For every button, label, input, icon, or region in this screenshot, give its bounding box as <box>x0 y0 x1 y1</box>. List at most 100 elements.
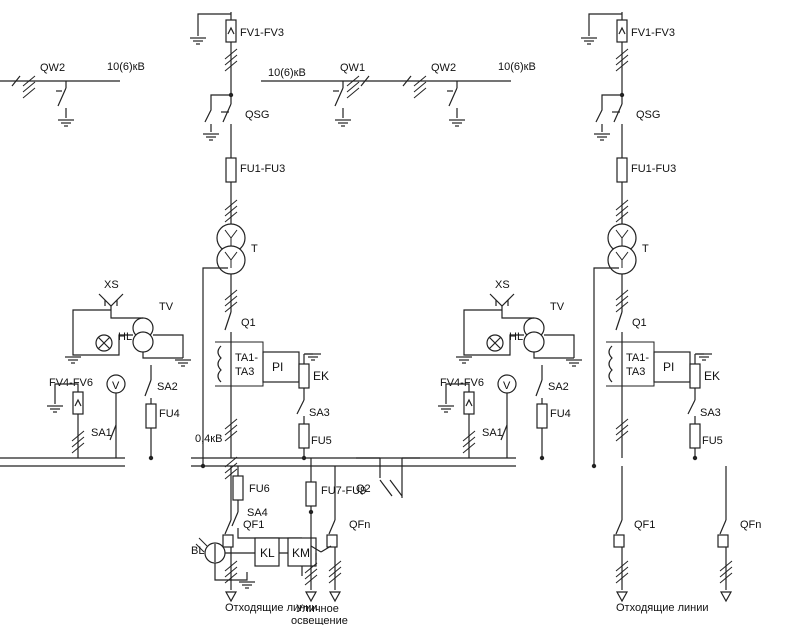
qf1-arrow <box>615 591 629 603</box>
q2-label: Q2 <box>356 483 371 495</box>
fu4-fuse <box>536 403 548 429</box>
qw2-contact <box>402 75 412 87</box>
fu6-fuse <box>232 475 244 501</box>
pi-meter <box>262 351 300 383</box>
bus-voltage-label: 0,4кВ <box>195 433 222 445</box>
pi-meter <box>653 351 691 383</box>
substation-left: 10(6)кВ10(6)кВQW1QW2FV1-FV3QSGFU1-FU3TQ1… <box>0 12 371 614</box>
fu5-label: FU5 <box>702 435 723 447</box>
qf1-blade <box>615 519 623 535</box>
xs-socket <box>495 300 509 306</box>
outgoing-tick <box>719 572 733 584</box>
fu5-label: FU5 <box>311 435 332 447</box>
fu6-label: FU6 <box>249 483 270 495</box>
qfn-blade <box>328 519 336 535</box>
hl-wiring <box>463 309 524 356</box>
xs-label: XS <box>495 279 510 291</box>
arrester-tick <box>71 442 85 454</box>
hv-riser-tick <box>615 54 629 66</box>
sa3-label: SA3 <box>309 407 330 419</box>
voltmeter-label: V <box>112 380 120 392</box>
tv-wiring <box>533 352 574 359</box>
qfn-label: QFn <box>740 519 761 531</box>
sa2-blade <box>144 379 152 397</box>
ta1-ta3-label: TA3 <box>235 366 254 378</box>
current-transformer-coil <box>217 345 222 383</box>
qf1-breaker <box>222 534 234 548</box>
lv-riser-tick <box>224 430 238 442</box>
hv-line-tick <box>22 75 36 87</box>
light-rays <box>195 537 208 553</box>
outgoing-tick <box>328 560 342 572</box>
lv-riser-tick <box>615 289 629 301</box>
hl-lamp-cross <box>488 336 502 350</box>
qfn-breaker <box>717 534 729 548</box>
xs-label: XS <box>104 279 119 291</box>
ek-heater <box>298 363 310 389</box>
fu1-fu3-fuse <box>616 157 628 183</box>
pi-label: PI <box>272 360 283 374</box>
arrester-ground-wire <box>588 13 622 36</box>
outgoing-tick <box>615 566 629 578</box>
hv-riser-tick <box>224 211 238 223</box>
street-lighting-label: Уличное <box>296 603 339 615</box>
qsg-blade <box>222 103 232 123</box>
ek-heater <box>689 363 701 389</box>
hv-line-tick <box>413 81 427 93</box>
transformer-label: T <box>251 243 258 255</box>
control-wiring <box>214 563 248 581</box>
arrester-tick <box>71 430 85 442</box>
hv-voltage-right-label: 10(6)кВ <box>498 61 536 73</box>
hv-riser-tick <box>224 54 238 66</box>
fv4-fv6-arrester <box>463 391 475 415</box>
fv1-fv3-label: FV1-FV3 <box>631 27 675 39</box>
qw2-switch <box>448 81 458 118</box>
hv-riser-tick <box>615 205 629 217</box>
outgoing-tick <box>224 572 238 584</box>
hv-riser-tick <box>224 205 238 217</box>
hl-label: HL <box>118 331 132 343</box>
arrester-tick <box>71 436 85 448</box>
lv-riser-tick <box>615 430 629 442</box>
fv1-fv3-arrester <box>225 19 237 43</box>
hv-line-tick <box>346 75 360 87</box>
sa1-label: SA1 <box>482 427 503 439</box>
qfn-blade <box>719 519 727 535</box>
hv-line-tick <box>22 87 36 99</box>
arrester-ground-wire <box>445 383 470 404</box>
fu7-fu9-fuse <box>305 481 317 507</box>
neutral-wire <box>202 267 228 466</box>
kl-relay <box>254 537 280 567</box>
qw2-contact <box>11 75 21 87</box>
outgoing-tick <box>615 572 629 584</box>
km-main-contact <box>310 545 322 553</box>
arrester-ground-wire <box>54 383 79 404</box>
tv-wiring <box>544 334 575 358</box>
tv-wiring <box>110 306 143 319</box>
fv1-fv3-arrester <box>616 19 628 43</box>
earthing-switch <box>595 94 622 123</box>
tv-wiring <box>142 352 183 359</box>
fv4-fv6-label: FV4-FV6 <box>440 377 484 389</box>
neutral-wire <box>593 267 619 466</box>
tv-wiring <box>501 306 534 319</box>
hv-riser-tick <box>224 60 238 72</box>
fu5-fuse <box>689 423 701 449</box>
bus-tick <box>224 468 238 480</box>
arrester-tick <box>462 430 476 442</box>
lv-riser-tick <box>615 418 629 430</box>
sa1-blade <box>109 424 117 441</box>
sa1-label: SA1 <box>91 427 112 439</box>
hl-lamp-cross <box>97 336 111 350</box>
qw1-label: QW1 <box>340 62 365 74</box>
qw2-label: QW2 <box>40 62 65 74</box>
q2-tie-blade <box>379 479 393 497</box>
sa4-label: SA4 <box>247 507 268 519</box>
junction-dot <box>692 455 698 461</box>
outgoing-lines-label: Отходящие линии <box>225 602 318 614</box>
fv4-fv6-arrester <box>72 391 84 415</box>
outgoing-tick <box>328 572 342 584</box>
hl-label: HL <box>509 331 523 343</box>
